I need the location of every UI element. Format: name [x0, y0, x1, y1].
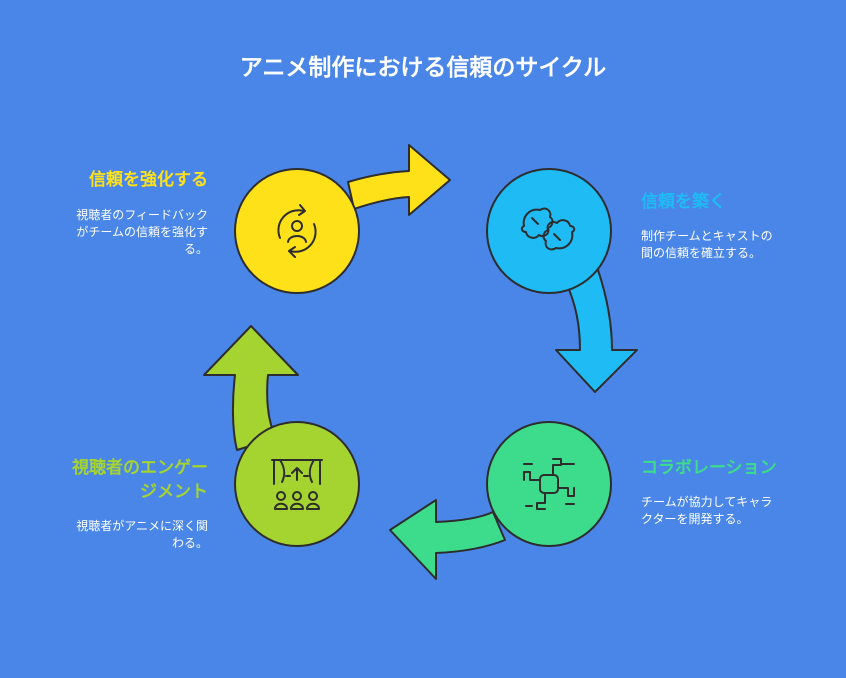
- step-desc-collaborate: チームが協力してキャラ クターを開発する。: [641, 494, 841, 528]
- desc-line: チームが協力してキャラ: [641, 495, 773, 509]
- heading-line: ジメント: [140, 482, 208, 502]
- page-title: アニメ制作における信頼のサイクル: [239, 55, 607, 81]
- desc-line: る。: [183, 242, 208, 256]
- team-hands-icon: [523, 458, 575, 510]
- desc-line: 視聴者のフィードバック: [76, 208, 208, 222]
- node-build: [486, 168, 612, 294]
- node-engage-circle: [234, 421, 360, 547]
- step-desc-strengthen: 視聴者のフィードバック がチームの信頼を強化す る。: [30, 207, 208, 258]
- arrow-build-to-collaborate: [555, 269, 638, 393]
- heading-line: 視聴者のエンゲー: [72, 458, 208, 478]
- node-engage: [234, 421, 360, 547]
- audience-stage-icon: [271, 459, 323, 510]
- step-desc-build: 制作チームとキャストの 間の信頼を確立する。: [641, 228, 841, 262]
- desc-line: クターを開発する。: [641, 512, 749, 526]
- step-heading-strengthen: 信頼を強化する: [89, 170, 208, 190]
- step-heading-build: 信頼を築く: [641, 192, 726, 212]
- refresh-user-icon: [277, 204, 317, 258]
- desc-line: 視聴者がアニメに深く関: [76, 519, 208, 533]
- desc-line: がチームの信頼を強化す: [76, 225, 208, 239]
- node-collaborate-circle: [486, 421, 612, 547]
- fist-bump-icon: [520, 207, 576, 251]
- node-collaborate: [486, 421, 612, 547]
- arrow-engage-to-strengthen: [203, 325, 299, 451]
- step-heading-engage: 視聴者のエンゲー ジメント: [20, 456, 208, 504]
- step-desc-engage: 視聴者がアニメに深く関 わる。: [30, 518, 208, 552]
- desc-line: 間の信頼を確立する。: [641, 246, 762, 260]
- desc-line: 制作チームとキャストの: [641, 229, 773, 243]
- arrow-collaborate-to-engage: [389, 499, 506, 580]
- desc-line: わる。: [171, 536, 208, 550]
- arrow-strengthen-to-build: [347, 144, 451, 216]
- step-heading-collaborate: コラボレーション: [641, 458, 777, 478]
- node-strengthen: [234, 168, 360, 294]
